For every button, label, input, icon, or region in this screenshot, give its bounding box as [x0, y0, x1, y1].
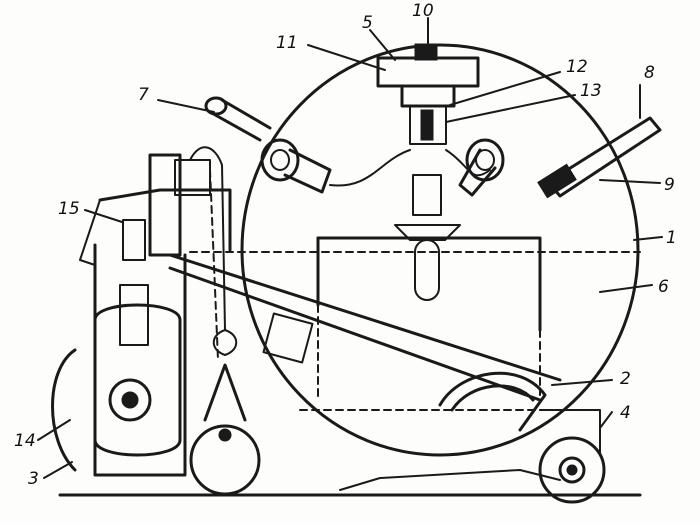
- label-3: 3: [28, 469, 39, 489]
- label-7: 7: [138, 85, 149, 105]
- lever-handle: [438, 371, 547, 432]
- handle-rod: [208, 98, 272, 142]
- front-wheel-axle: [566, 464, 578, 476]
- label-10: 10: [412, 1, 434, 21]
- guide-wheel-hub: [218, 428, 232, 442]
- spindle-upper: [409, 105, 447, 145]
- tank-body: [316, 236, 542, 332]
- spindle-lower: [412, 174, 442, 216]
- guide-knot: [212, 329, 238, 356]
- base-plate: [339, 469, 561, 491]
- front-wheel: [538, 436, 606, 504]
- pulley-hub: [121, 391, 139, 409]
- chuck: [394, 224, 461, 241]
- label-12: 12: [566, 57, 588, 77]
- label-6: 6: [658, 277, 669, 297]
- label-1: 1: [666, 228, 677, 248]
- spindle-core: [420, 109, 434, 141]
- frame-left-box: [93, 243, 187, 477]
- guide-fork: [203, 363, 247, 422]
- label-11: 11: [276, 33, 298, 53]
- label-2: 2: [620, 369, 631, 389]
- label-14: 14: [14, 431, 36, 451]
- handle-grip: [204, 96, 228, 116]
- label-4: 4: [620, 403, 631, 423]
- right-insulator-body: [458, 148, 497, 197]
- top-clamp-knob: [414, 43, 438, 61]
- upright-post: [148, 153, 182, 257]
- pulley-wheel: [108, 378, 152, 422]
- left-insulator-inner: [270, 149, 290, 171]
- tank-hidden-lines: [299, 304, 601, 411]
- crank-housing: [119, 284, 149, 346]
- clamp-neck: [400, 84, 456, 108]
- belt-loop: [93, 303, 182, 457]
- lever-handle-inner: [450, 384, 535, 412]
- frame-slope: [79, 199, 101, 266]
- cable-left-hidden: [209, 169, 219, 361]
- guide-wheel: [189, 424, 261, 496]
- probe-sleeve: [537, 163, 577, 199]
- cable-left: [189, 146, 226, 331]
- label-15: 15: [58, 199, 80, 219]
- label-9: 9: [664, 175, 675, 195]
- crank-top: [122, 219, 146, 261]
- test-tube: [414, 239, 440, 301]
- diagonal-beam-lower: [168, 266, 542, 402]
- left-insulator-disc: [260, 138, 300, 182]
- frame-top: [98, 188, 232, 252]
- front-shield: [51, 348, 77, 472]
- label-5: 5: [362, 13, 373, 33]
- front-wheel-bracket: [539, 409, 601, 456]
- side-bracket: [262, 312, 314, 364]
- sphere-housing: [240, 43, 640, 457]
- left-arm: [329, 149, 411, 187]
- label-8: 8: [644, 63, 655, 83]
- left-insulator-body: [283, 148, 332, 194]
- diagonal-beam: [168, 253, 562, 382]
- front-wheel-hub: [558, 456, 586, 484]
- top-clamp-block: [376, 56, 480, 88]
- label-13: 13: [580, 81, 602, 101]
- leader-lines: [37, 17, 663, 479]
